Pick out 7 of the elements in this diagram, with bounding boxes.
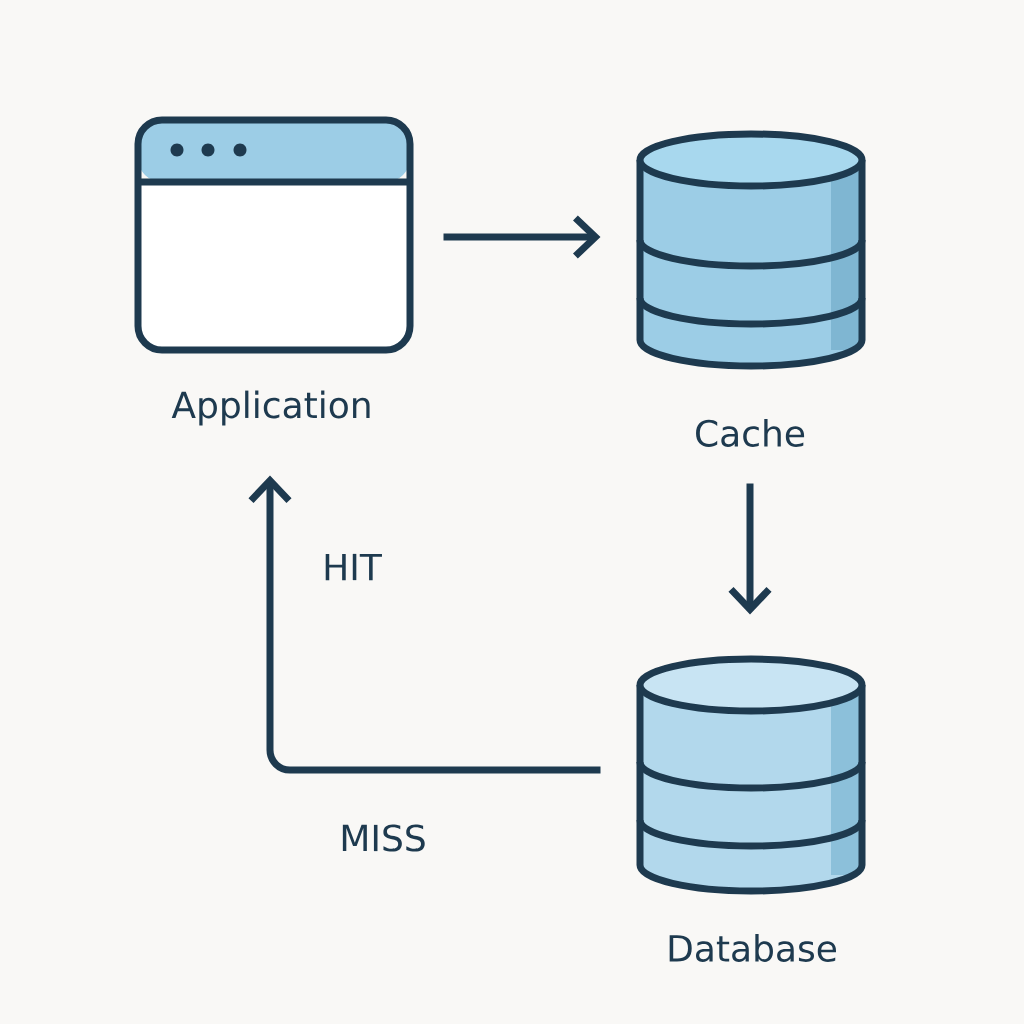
node-label: Database bbox=[669, 934, 836, 962]
arrow bbox=[443, 215, 601, 259]
arrow bbox=[728, 483, 772, 615]
node-label: Application bbox=[171, 390, 370, 426]
edge-label: HIT bbox=[325, 553, 382, 581]
flow-label: MISS bbox=[342, 824, 425, 852]
node-label: Cache bbox=[696, 419, 805, 447]
